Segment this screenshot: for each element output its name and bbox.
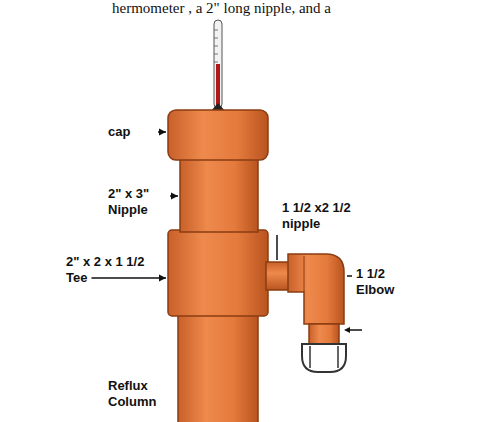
reflux-column [178,312,258,422]
jar-adapter [302,344,346,372]
part-label: 2" x 3" Nipple [108,186,168,218]
nipple [180,158,258,232]
arrow-head [159,129,166,136]
arrow-head [171,193,178,200]
part-label: Reflux Column [108,378,168,410]
cut-caption: hermometer , a 2" long nipple, and a [112,0,331,16]
leader-line [276,235,278,260]
side-nipple [266,262,290,290]
elbow [288,254,344,324]
leader-line [347,275,352,277]
part-label: 2" x 2 x 1 1/2 Tee [66,254,166,286]
pointer-arrow [344,327,362,333]
down-nipple [309,324,339,344]
part-label: 1 1/2 Elbow [356,266,416,298]
cap [168,110,268,160]
part-label: 1 1/2 x2 1/2 nipple [282,200,372,232]
thermometer [210,20,226,112]
arrow-head [159,275,166,282]
leader-line [91,277,166,279]
part-label: cap [108,124,158,140]
tee-fitting [168,230,268,316]
